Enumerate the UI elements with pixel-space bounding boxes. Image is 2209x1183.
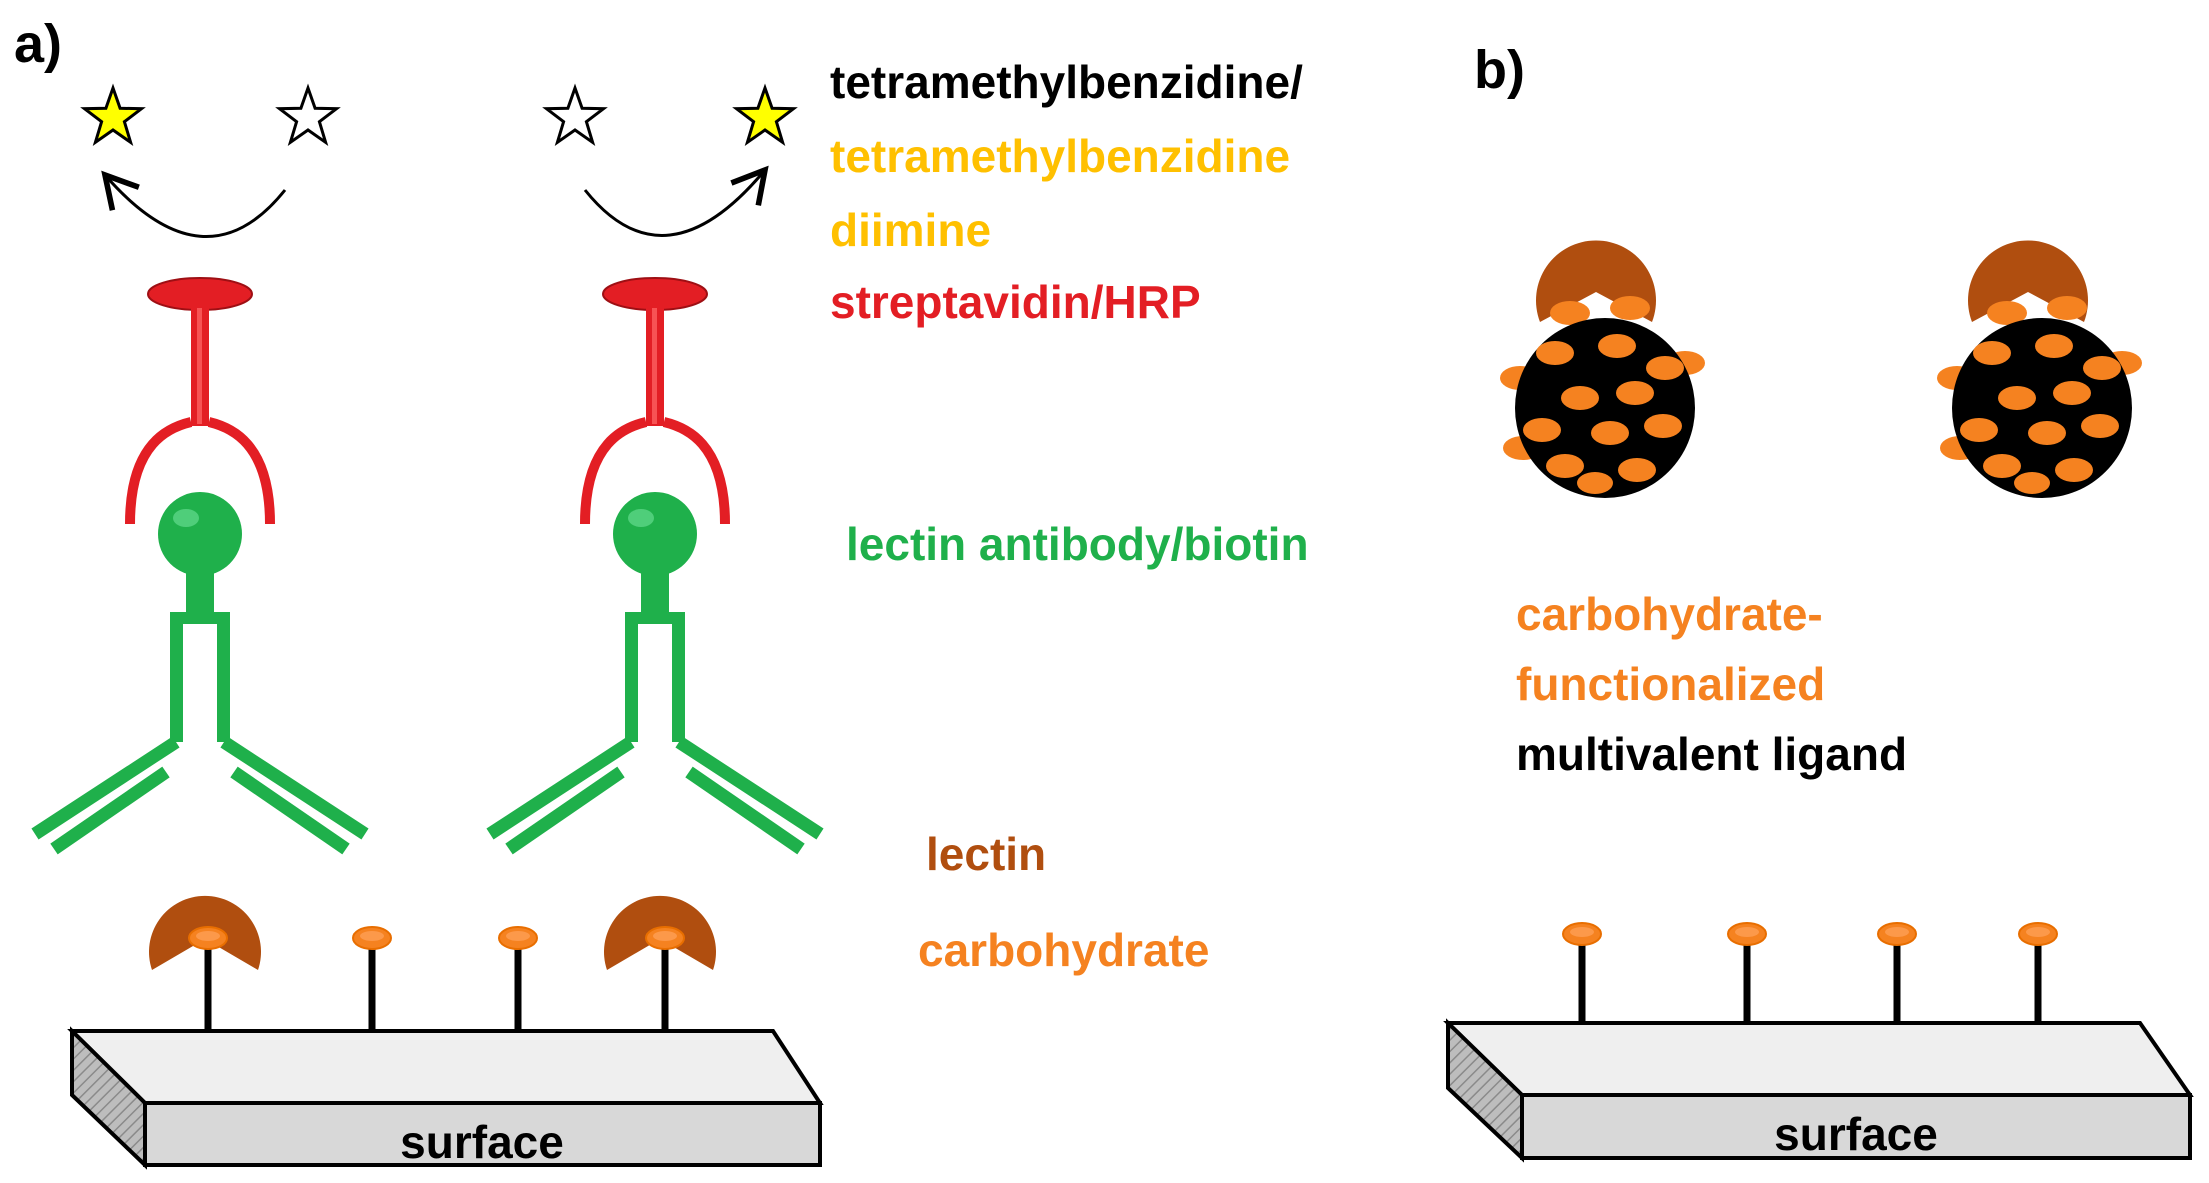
- legend-product-line2: diimine: [830, 204, 991, 256]
- legend-b-line1: carbohydrate-: [1516, 588, 1823, 640]
- legend-carbohydrate: carbohydrate: [918, 924, 1209, 976]
- legend-substrate: tetramethylbenzidine/: [830, 56, 1303, 108]
- detection-complex-left: [35, 278, 365, 970]
- legend-lectin: lectin: [926, 828, 1046, 880]
- legend-antibody: lectin antibody/biotin: [846, 518, 1309, 570]
- surface-slab-a: [67, 1026, 824, 1170]
- legend-b-line3: multivalent ligand: [1516, 728, 1907, 780]
- filled-star-icon: [83, 86, 143, 144]
- legend-b-line2: functionalized: [1516, 658, 1825, 710]
- surface-label-a: surface: [400, 1116, 564, 1168]
- detection-complex-right: [490, 278, 820, 970]
- empty-star-icon: [278, 86, 338, 144]
- legend-product-line1: tetramethylbenzidine: [830, 130, 1290, 182]
- multivalent-ligand-particle: [1937, 296, 2142, 498]
- multivalent-ligand-particle: [1500, 296, 1705, 498]
- filled-star-icon: [735, 86, 795, 144]
- reaction-arrow-icon: [583, 165, 769, 237]
- surface-label-b: surface: [1774, 1108, 1938, 1160]
- panel-b-label: b): [1474, 40, 1525, 100]
- panel-a-label: a): [14, 14, 62, 74]
- reaction-arrow-icon: [101, 170, 287, 238]
- legend-enzyme: streptavidin/HRP: [830, 276, 1201, 328]
- surface-slab-b: [1443, 1018, 2194, 1163]
- empty-star-icon: [545, 86, 605, 144]
